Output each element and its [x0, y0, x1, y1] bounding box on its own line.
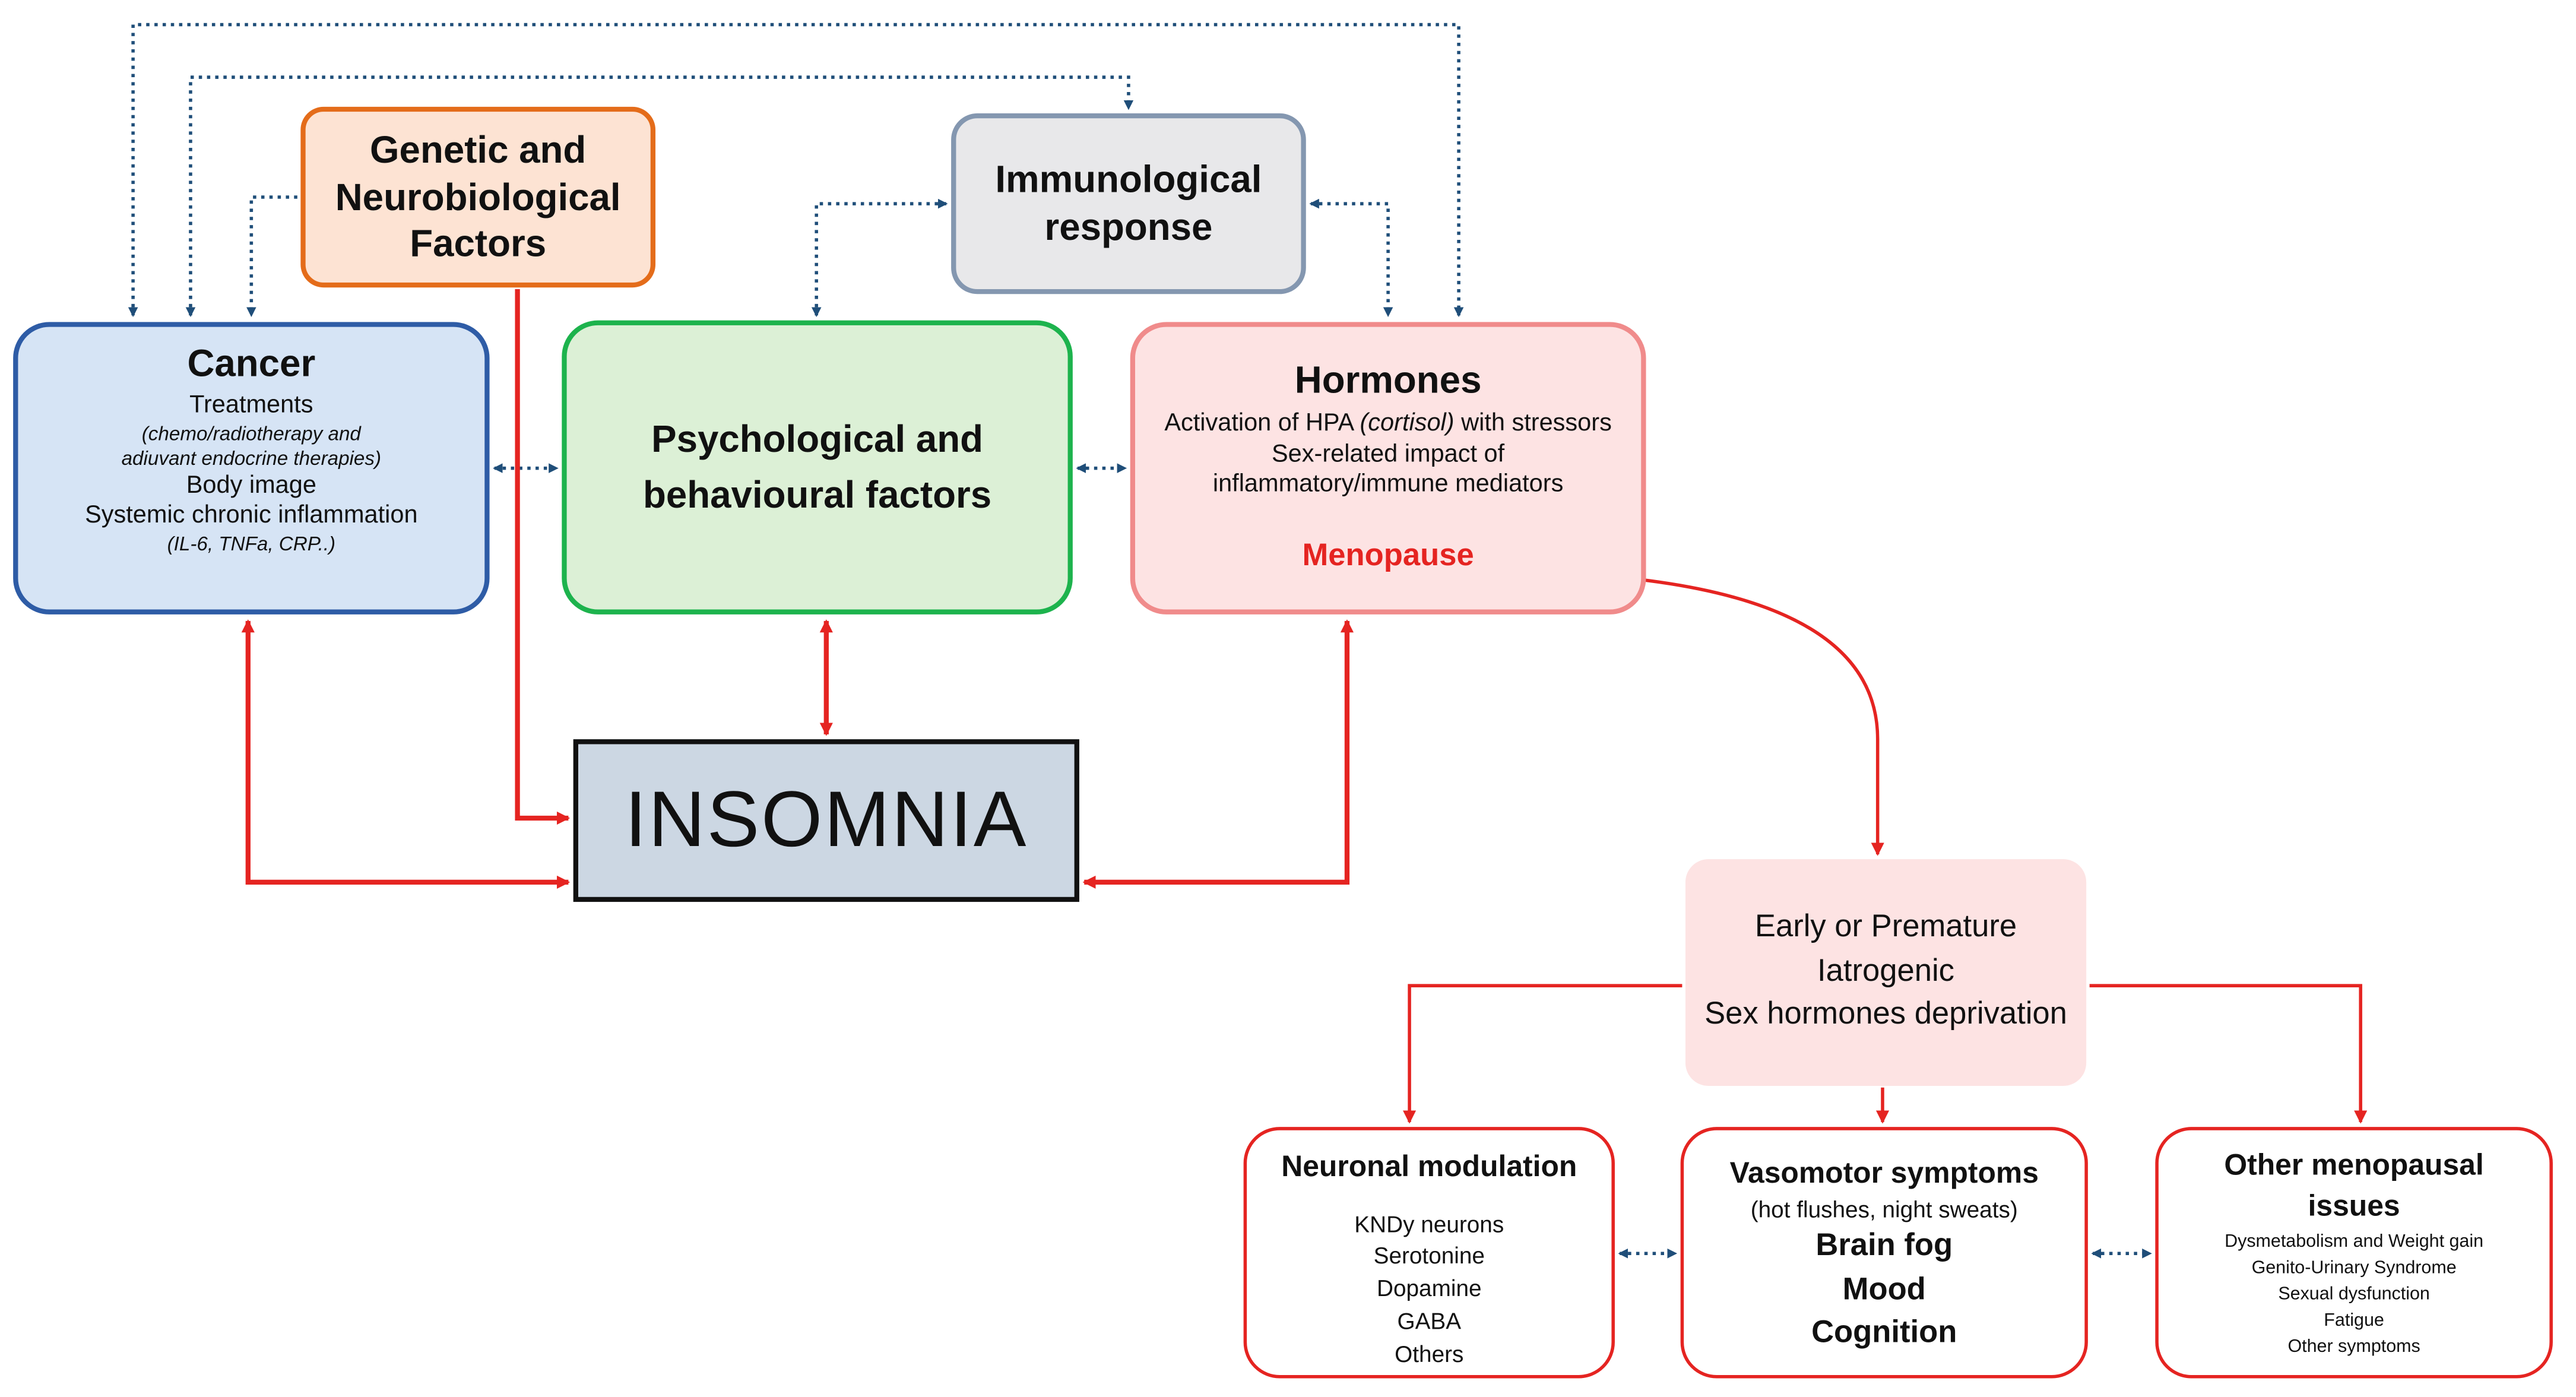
- cancer-inflammation-detail: (IL-6, TNFa, CRP..): [167, 532, 336, 556]
- vaso-item: Cognition: [1811, 1316, 1957, 1351]
- vaso-subtitle: (hot flushes, night sweats): [1750, 1196, 2018, 1223]
- vaso-item: Mood: [1842, 1272, 1926, 1307]
- genetic-line-1: Genetic and: [370, 128, 587, 171]
- neuronal-item: KNDy neurons: [1354, 1210, 1504, 1237]
- cancer-treatments: Treatments: [189, 390, 313, 419]
- arrow-genetic-insomnia: [515, 289, 571, 825]
- arrow-early-other: [2089, 984, 2368, 1124]
- neuronal-item: GABA: [1397, 1308, 1462, 1335]
- vasomotor-symptoms-box: Vasomotor symptoms (hot flushes, night s…: [1680, 1127, 2088, 1379]
- hormones-line-2: Sex-related impact of: [1272, 439, 1505, 468]
- early-premature-box: Early or Premature Iatrogenic Sex hormon…: [1685, 859, 2087, 1086]
- hormones-line-1: Activation of HPA (cortisol) with stress…: [1164, 408, 1612, 439]
- cancer-inflammation: Systemic chronic inflammation: [85, 501, 418, 530]
- dotted-link-cancer-hormones: [128, 23, 1464, 318]
- other-menopausal-issues-box: Other menopausal issues Dysmetabolism an…: [2155, 1127, 2553, 1379]
- hormones-line-1-italic: (cortisol): [1360, 408, 1455, 437]
- cancer-box: Cancer Treatments (chemo/radiotherapy an…: [13, 322, 490, 614]
- neuronal-item: Dopamine: [1376, 1275, 1482, 1302]
- neuronal-title: Neuronal modulation: [1281, 1149, 1577, 1183]
- psychological-behavioural-box: Psychological and behavioural factors: [562, 320, 1073, 614]
- neuronal-item: Others: [1395, 1341, 1464, 1367]
- dotted-link-psych-immuno: [811, 198, 948, 318]
- genetic-neurobiological-box: Genetic and Neurobiological Factors: [300, 106, 656, 288]
- other-item: Sexual dysfunction: [2278, 1284, 2430, 1304]
- psych-line-2: behavioural factors: [643, 472, 992, 515]
- dotted-link-cancer-immuno: [185, 75, 1134, 318]
- dotted-link-immuno-hormones: [1309, 198, 1393, 318]
- other-title-2: issues: [2308, 1190, 2400, 1223]
- dotted-link-genetic-cancer: [246, 195, 297, 318]
- menopause-label: Menopause: [1302, 538, 1474, 574]
- hormones-box: Hormones Activation of HPA (cortisol) wi…: [1130, 322, 1646, 614]
- immunological-response-box: Immunological response: [951, 113, 1306, 294]
- other-title-1: Other menopausal: [2224, 1148, 2484, 1181]
- hormones-line-1-pre: Activation of HPA: [1164, 408, 1360, 437]
- cancer-title: Cancer: [187, 341, 316, 385]
- arrow-early-neuronal: [1403, 984, 1683, 1124]
- hormones-line-3: inflammatory/immune mediators: [1212, 470, 1564, 499]
- other-item: Genito-Urinary Syndrome: [2251, 1257, 2457, 1278]
- neuronal-item: Serotonine: [1373, 1243, 1485, 1269]
- neuronal-modulation-box: Neuronal modulation KNDy neurons Seroton…: [1243, 1127, 1615, 1379]
- genetic-line-3: Factors: [410, 222, 547, 265]
- early-line-1: Early or Premature: [1754, 910, 2017, 945]
- vaso-item: Brain fog: [1815, 1229, 1953, 1264]
- cancer-treatments-detail-1: (chemo/radiotherapy and: [141, 421, 361, 445]
- insomnia-label: INSOMNIA: [625, 776, 1028, 864]
- insomnia-box: INSOMNIA: [573, 739, 1079, 902]
- hormones-line-1-post: with stressors: [1454, 408, 1612, 437]
- early-line-2: Iatrogenic: [1817, 953, 1954, 989]
- psych-line-1: Psychological and: [651, 417, 983, 461]
- early-line-3: Sex hormones deprivation: [1704, 997, 2067, 1032]
- arrow-cancer-insomnia: [241, 619, 571, 889]
- vaso-title: Vasomotor symptoms: [1729, 1156, 2039, 1190]
- hormones-title: Hormones: [1294, 358, 1482, 401]
- cancer-treatments-detail-2: adiuvant endocrine therapies): [121, 446, 382, 469]
- other-item: Dysmetabolism and Weight gain: [2225, 1231, 2484, 1252]
- genetic-line-2: Neurobiological: [335, 175, 621, 218]
- immuno-line-2: response: [1044, 205, 1213, 248]
- immuno-line-1: Immunological: [995, 158, 1262, 201]
- other-item: Fatigue: [2324, 1310, 2384, 1331]
- cancer-body-image: Body image: [186, 470, 316, 499]
- arrow-hormones-insomnia: [1082, 619, 1354, 889]
- other-item: Other symptoms: [2287, 1336, 2420, 1357]
